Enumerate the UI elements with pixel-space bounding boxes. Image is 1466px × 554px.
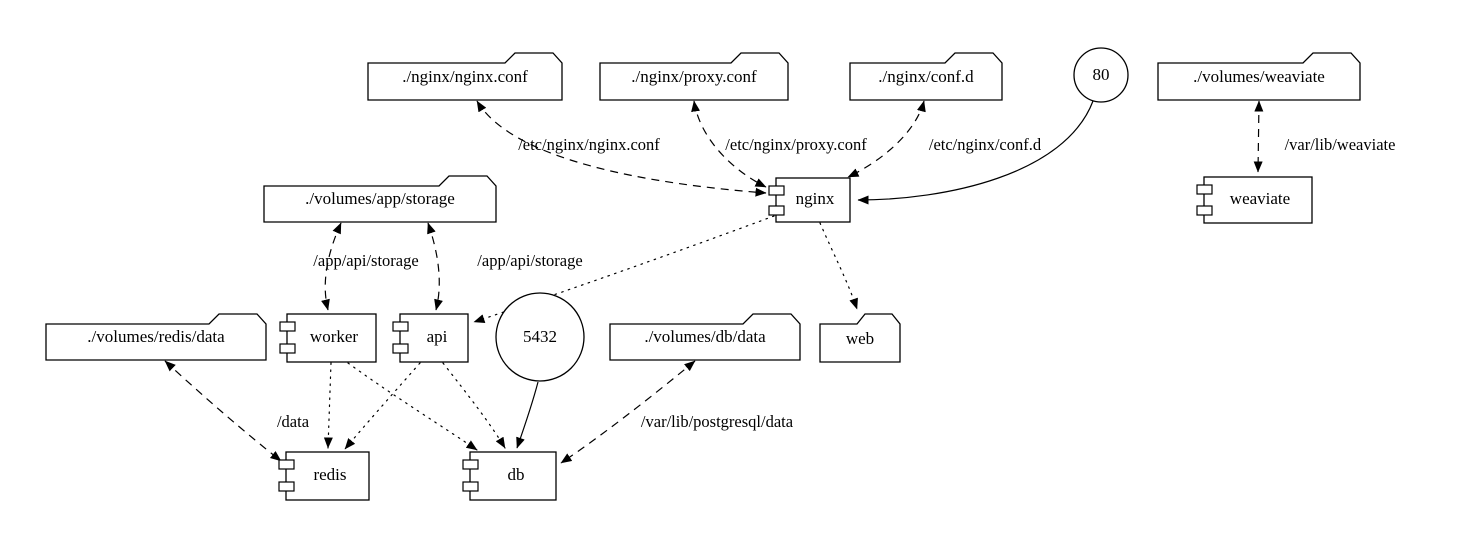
component-tab-icon (392, 343, 409, 354)
node-db: db (462, 451, 557, 501)
folder-icon (609, 313, 801, 361)
folder-icon (819, 313, 901, 363)
port-circle-icon (1073, 47, 1129, 103)
node-volumes-db-data: ./volumes/db/data (609, 313, 801, 361)
node-label: ./volumes/app/storage (305, 189, 455, 208)
edges-layer (164, 100, 1264, 464)
folder-icon (849, 52, 1003, 101)
component-tab-icon (768, 185, 785, 196)
component-box (1203, 176, 1313, 224)
edge-worker-db (347, 362, 478, 451)
component-tab-icon (1196, 184, 1213, 195)
edge-port80-nginx (857, 100, 1094, 205)
edge-label-conf-d: /etc/nginx/conf.d (929, 135, 1042, 154)
component-box (399, 313, 469, 363)
node-label: ./volumes/weaviate (1193, 67, 1325, 86)
edge-worker-redis (323, 362, 333, 449)
edge-labels-layer: /etc/nginx/nginx.conf /etc/nginx/proxy.c… (277, 135, 1395, 431)
edge-volweaviate-weaviate (1253, 100, 1264, 173)
node-volumes-redis-data: ./volumes/redis/data (45, 313, 267, 361)
node-label: nginx (796, 189, 835, 208)
component-tab-icon (768, 205, 785, 216)
node-label: 80 (1093, 65, 1110, 84)
edge-redisdata-redis (164, 360, 282, 462)
node-web: web (819, 313, 901, 363)
edge-api-db (442, 362, 506, 449)
edge-label-postgres-data: /var/lib/postgresql/data (641, 412, 794, 431)
node-label: ./nginx/nginx.conf (402, 67, 528, 86)
edge-label-weaviate-volume: /var/lib/weaviate (1285, 135, 1396, 154)
node-label: ./volumes/db/data (644, 327, 766, 346)
node-worker: worker (279, 313, 377, 363)
node-port-5432: 5432 (495, 292, 585, 382)
component-box (775, 177, 851, 223)
component-tab-icon (278, 459, 295, 470)
node-api: api (392, 313, 469, 363)
node-conf-d: ./nginx/conf.d (849, 52, 1003, 101)
node-label: web (846, 329, 874, 348)
edge-proxyconf-nginx (691, 100, 767, 188)
node-label: weaviate (1230, 189, 1290, 208)
node-label: worker (310, 327, 358, 346)
edge-storage-worker (321, 222, 342, 311)
folder-icon (599, 52, 789, 101)
node-label: ./volumes/redis/data (87, 327, 225, 346)
node-label: ./nginx/conf.d (878, 67, 974, 86)
component-box (286, 313, 377, 363)
component-tab-icon (462, 481, 479, 492)
folder-icon (1157, 52, 1361, 101)
component-tab-icon (1196, 205, 1213, 216)
edge-confd-nginx (847, 100, 926, 178)
component-tab-icon (462, 459, 479, 470)
folder-icon (367, 52, 563, 101)
node-label: db (508, 465, 525, 484)
node-label: api (427, 327, 448, 346)
edge-dbdata-db (560, 360, 696, 464)
component-tab-icon (279, 321, 296, 332)
node-redis: redis (278, 451, 370, 501)
node-label: 5432 (523, 327, 557, 346)
edge-label-storage-api: /app/api/storage (477, 251, 582, 270)
edge-api-redis (344, 362, 421, 450)
edge-label-redis-data: /data (277, 412, 310, 431)
component-tab-icon (278, 481, 295, 492)
node-port-80: 80 (1073, 47, 1129, 103)
edge-nginx-web (819, 222, 858, 310)
component-tab-icon (392, 321, 409, 332)
component-box (285, 451, 370, 501)
node-volumes-app-storage: ./volumes/app/storage (263, 175, 497, 223)
node-nginx-conf: ./nginx/nginx.conf (367, 52, 563, 101)
edge-nginx-api (473, 215, 775, 323)
node-volumes-weaviate: ./volumes/weaviate (1157, 52, 1361, 101)
component-box (469, 451, 557, 501)
node-weaviate: weaviate (1196, 176, 1313, 224)
node-proxy-conf: ./nginx/proxy.conf (599, 52, 789, 101)
node-nginx: nginx (768, 177, 851, 223)
edge-label-storage-worker: /app/api/storage (313, 251, 418, 270)
edge-port5432-db (516, 381, 539, 449)
port-circle-icon (495, 292, 585, 382)
edge-storage-api (427, 222, 443, 311)
folder-icon (45, 313, 267, 361)
folder-icon (263, 175, 497, 223)
component-tab-icon (279, 343, 296, 354)
edge-label-proxy-conf: /etc/nginx/proxy.conf (725, 135, 867, 154)
node-label: redis (313, 465, 346, 484)
edge-label-nginx-conf: /etc/nginx/nginx.conf (518, 135, 660, 154)
node-label: ./nginx/proxy.conf (631, 67, 757, 86)
